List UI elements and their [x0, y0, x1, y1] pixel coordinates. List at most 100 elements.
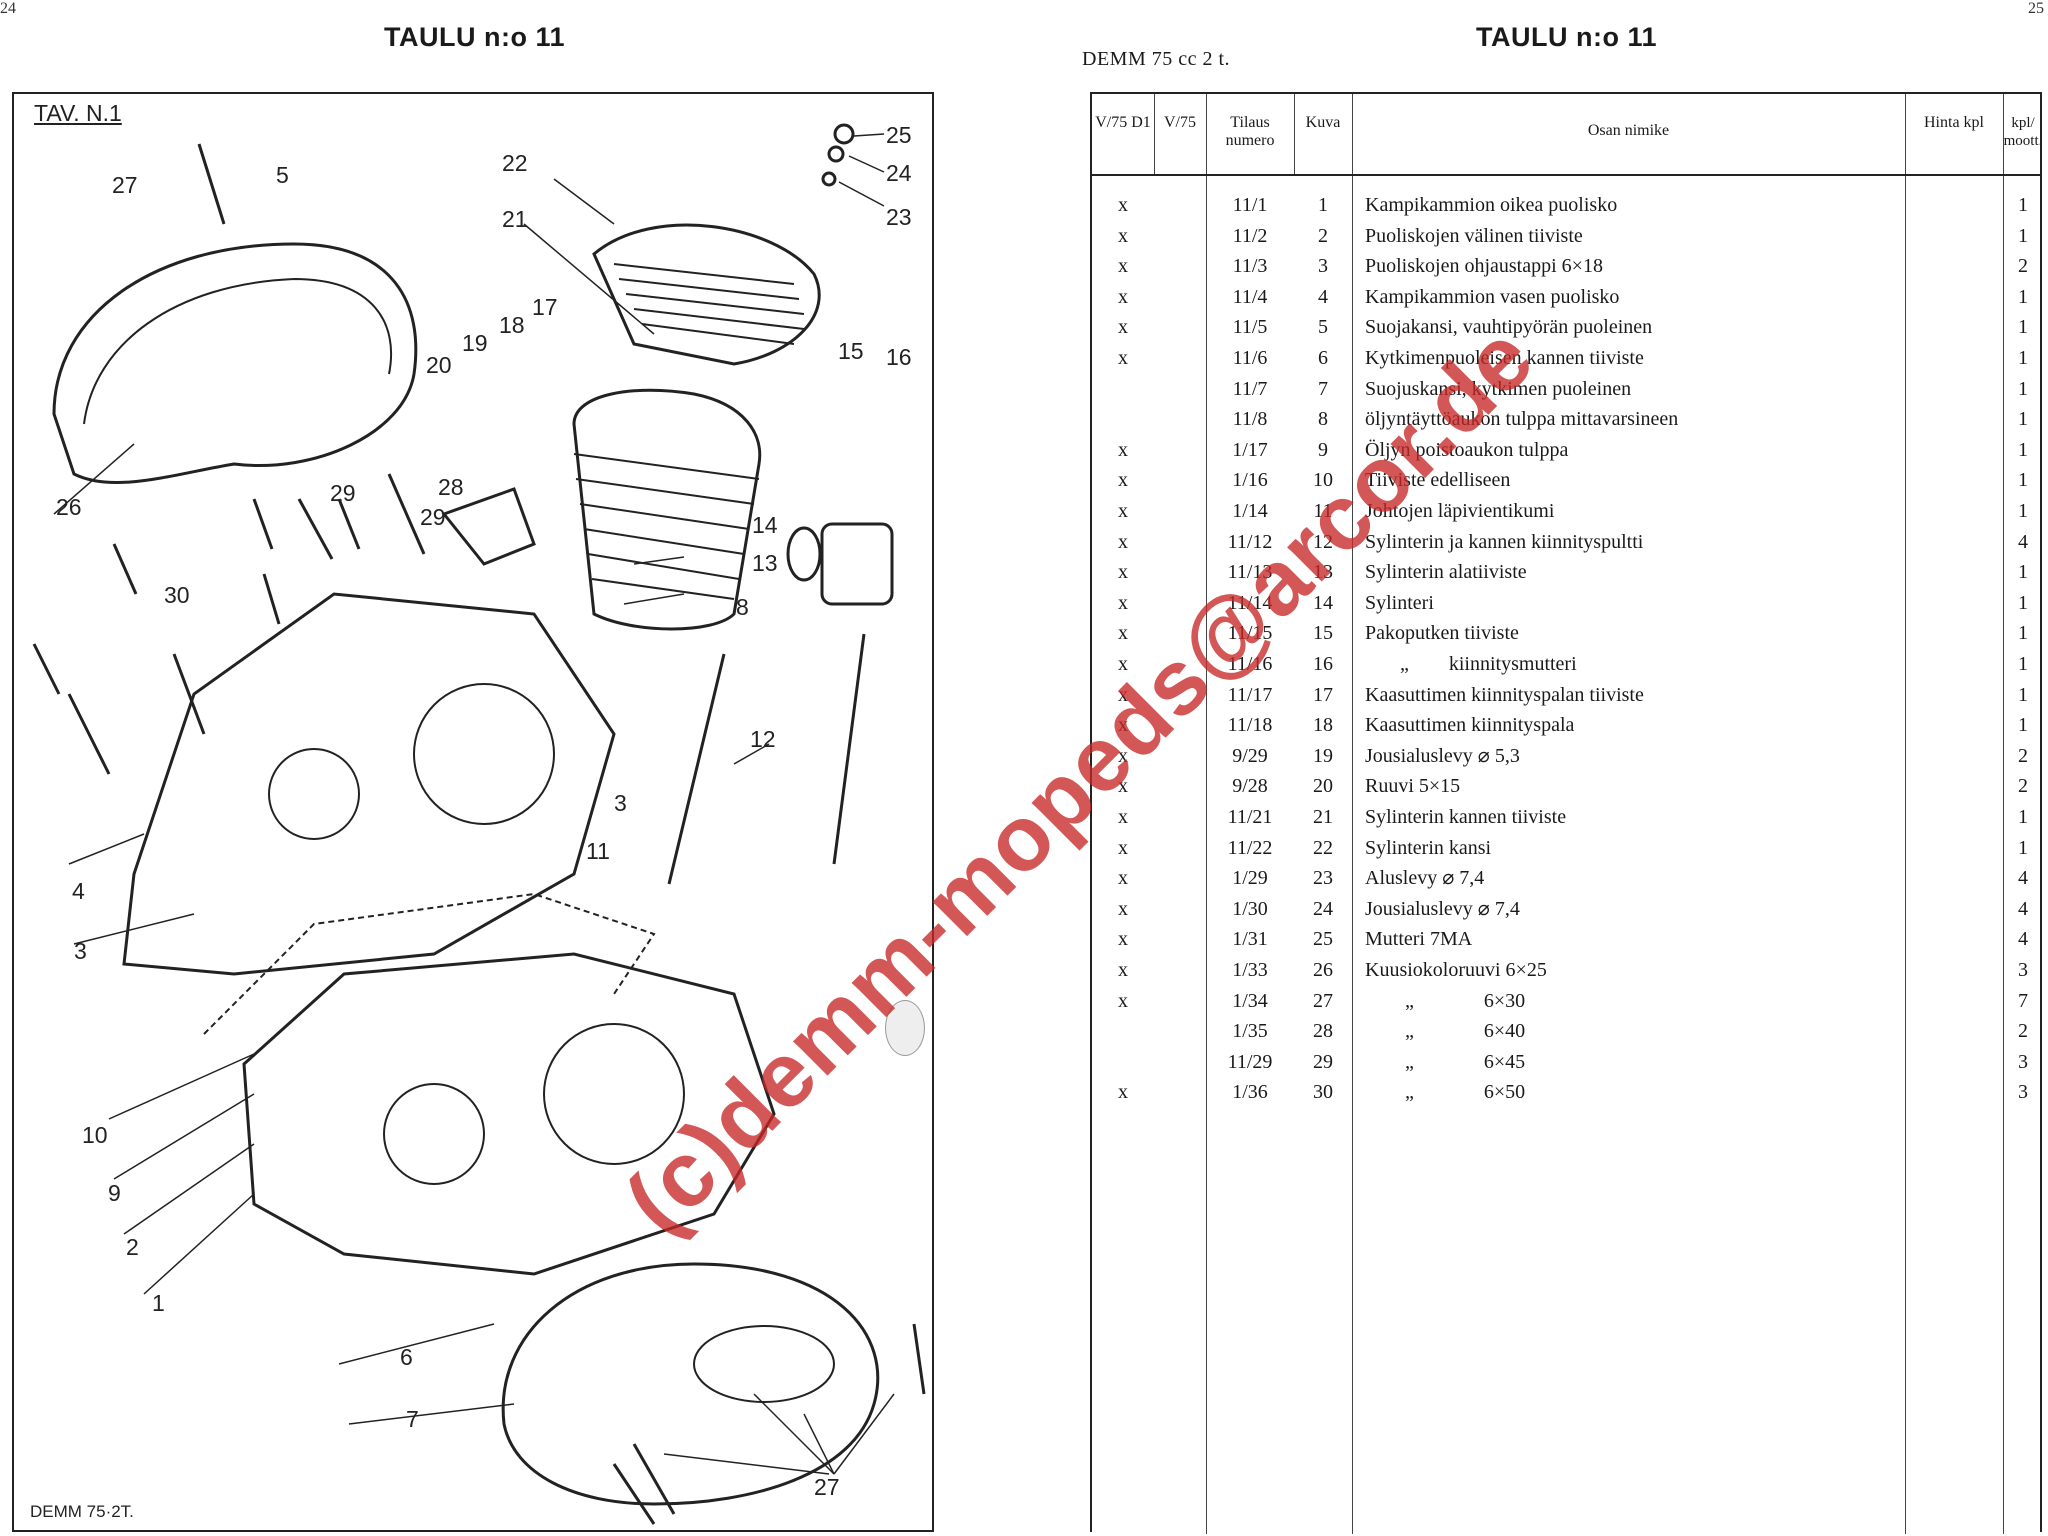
exhaust-nut-shape [820, 522, 894, 606]
cell-order-number: 1/29 [1232, 867, 1268, 890]
exploded-engine-diagram: TAV. N.1 DEMM 75·2T. 27 5 22 21 25 24 23… [12, 92, 934, 1532]
column-divider [1154, 94, 1155, 174]
cell-order-number: 1/16 [1232, 469, 1268, 492]
callout-2: 2 [126, 1234, 139, 1260]
cell-quantity: 2 [2018, 255, 2028, 278]
callout-30: 30 [164, 582, 190, 608]
cell-part-name: „ 6×30 [1365, 989, 1526, 1012]
cell-part-name: Kuusiokoloruuvi 6×25 [1365, 959, 1547, 981]
cell-part-name: Suojakansi, vauhtipyörän puoleinen [1365, 316, 1653, 339]
cell-figure: 19 [1313, 744, 1333, 767]
cell-figure: 22 [1313, 836, 1333, 859]
cell-figure: 11 [1313, 500, 1333, 522]
cell-quantity: 4 [2018, 897, 2028, 920]
cell-order-number: 9/29 [1232, 744, 1268, 767]
cell-part-name: Sylinterin kansi [1365, 836, 1492, 859]
header-order-number: Tilaus numero [1225, 114, 1275, 149]
table-row: x 9/29 19 Jousialuslevy ⌀ 5,3 2 [1092, 741, 2044, 771]
cell-quantity: 4 [2018, 867, 2028, 890]
cell-part-name: Ruuvi 5×15 [1365, 775, 1461, 798]
cell-order-number: 11/29 [1227, 1050, 1273, 1073]
parts-table: V/75 D1 V/75 Tilaus numero Kuva Osan nim… [1090, 92, 2044, 1534]
cell-part-name: Puoliskojen välinen tiiviste [1365, 224, 1583, 247]
cell-part-name: Öljyn poistoaukon tulppa [1365, 438, 1569, 461]
callout-12: 12 [750, 726, 776, 752]
cell-v75-d1: x [1118, 224, 1128, 247]
cell-part-name: „ 6×40 [1365, 1020, 1526, 1043]
page-title-right: TAULU n:o 11 [1476, 22, 1657, 52]
header-v75: V/75 [1164, 114, 1196, 131]
table-row: 11/8 8 öljyntäyttöaukon tulppa mittavarsin… [1092, 404, 2044, 434]
callout-27b: 27 [814, 1474, 840, 1500]
cell-quantity: 3 [2018, 959, 2028, 981]
cell-v75-d1: x [1118, 683, 1128, 706]
callout-9: 9 [108, 1180, 121, 1206]
cell-part-name: öljyntäyttöaukon tulppa mittavarsineen [1365, 408, 1679, 431]
cell-figure: 8 [1318, 408, 1328, 431]
cell-order-number: 11/16 [1227, 653, 1273, 675]
cell-figure: 18 [1313, 714, 1333, 737]
cylinder-head-shape [592, 223, 821, 366]
cell-v75-d1: x [1118, 836, 1128, 859]
right-page: 25 TAULU n:o 11 DEMM 75 cc 2 t. V/75 D1 … [1010, 0, 2048, 1536]
cell-figure: 5 [1318, 316, 1328, 339]
cell-v75-d1: x [1118, 744, 1128, 767]
cell-order-number: 11/14 [1227, 591, 1273, 614]
header-price: Hinta kpl [1924, 114, 1984, 131]
cell-quantity: 2 [2018, 744, 2028, 767]
left-page: 24 TAULU n:o 11 [0, 0, 1010, 1536]
cell-figure: 9 [1318, 438, 1328, 461]
cell-quantity: 2 [2018, 1020, 2028, 1043]
cell-quantity: 7 [2018, 989, 2028, 1012]
cell-order-number: 1/17 [1232, 438, 1268, 461]
callout-3a: 3 [614, 790, 627, 816]
callout-25: 25 [886, 122, 912, 148]
column-divider [1294, 94, 1295, 174]
cell-quantity: 1 [2018, 561, 2028, 584]
page-number-left: 24 [0, 0, 16, 17]
cell-figure: 29 [1313, 1050, 1333, 1073]
engine-drawing [32, 123, 926, 1525]
cell-part-name: Sylinteri [1365, 591, 1434, 614]
cell-part-name: „ kiinnitysmutteri [1365, 653, 1577, 675]
cell-quantity: 1 [2018, 622, 2028, 645]
cell-figure: 24 [1313, 897, 1333, 920]
cell-part-name: Jousialuslevy ⌀ 5,3 [1365, 744, 1520, 767]
cell-quantity: 1 [2018, 194, 2028, 216]
cell-v75-d1: x [1118, 928, 1128, 951]
cell-order-number: 11/3 [1232, 255, 1268, 278]
cell-part-name: Kaasuttimen kiinnityspala [1365, 714, 1575, 737]
callout-7: 7 [406, 1406, 419, 1432]
callout-18: 18 [499, 312, 525, 338]
cell-v75-d1: x [1118, 622, 1128, 645]
callout-14: 14 [752, 512, 778, 538]
cell-order-number: 11/8 [1232, 408, 1268, 431]
cell-quantity: 4 [2018, 530, 2028, 553]
callout-27: 27 [112, 172, 138, 198]
cell-quantity: 1 [2018, 500, 2028, 522]
cell-part-name: Kytkimenpuoleisen kannen tiiviste [1365, 347, 1644, 369]
cell-order-number: 11/18 [1227, 714, 1273, 737]
cell-quantity: 1 [2018, 714, 2028, 737]
cell-order-number: 1/35 [1232, 1020, 1268, 1043]
cell-figure: 4 [1318, 285, 1328, 308]
cell-v75-d1: x [1118, 194, 1128, 216]
cell-figure: 15 [1313, 622, 1333, 645]
cell-v75-d1: x [1118, 285, 1128, 308]
callout-10: 10 [82, 1122, 108, 1148]
cell-figure: 26 [1313, 959, 1333, 981]
cell-order-number: 11/22 [1227, 836, 1273, 859]
cell-part-name: „ 6×45 [1365, 1050, 1526, 1073]
cell-part-name: Sylinterin ja kannen kiinnityspultti [1365, 530, 1644, 553]
column-divider [1905, 94, 1906, 1534]
page-number-right: 25 [2028, 0, 2044, 17]
cell-figure: 16 [1313, 653, 1333, 675]
